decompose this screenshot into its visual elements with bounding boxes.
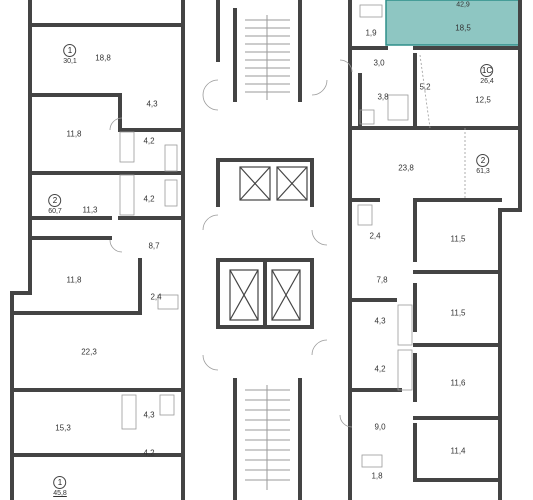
room-area-label: 11,4 [450,446,466,456]
room-area-label: 4,2 [143,194,155,204]
unit-area: 30,1 [63,58,77,65]
room-area-label: 2,4 [150,292,162,302]
room-area-label: 11,5 [450,308,466,318]
highlighted-unit-area: 42,9 [456,1,470,9]
room-area-label: 9,0 [374,422,386,432]
room-area-label: 11,8 [66,275,82,285]
room-area-label: 18,5 [455,23,471,33]
room-area-label: 7,8 [376,275,388,285]
highlighted-apartment[interactable] [385,0,521,46]
room-area-label: 15,3 [55,423,71,433]
unit-number: 2 [476,154,490,167]
unit-number: 1 [53,476,67,489]
room-area-label: 11,8 [66,129,82,139]
unit-area: 26,4 [480,78,494,85]
unit-badge[interactable]: 2 61,3 [476,154,490,176]
room-area-label: 4,3 [146,99,158,109]
room-area-label: 5,2 [419,82,431,92]
fixtures [109,4,466,468]
room-area-label: 22,3 [81,347,97,357]
room-area-label: 11,5 [450,234,466,244]
room-area-label: 4,3 [374,316,386,326]
unit-badge[interactable]: 1 45,8 [53,476,67,498]
room-area-label: 4,3 [143,410,155,420]
unit-badge[interactable]: 1 30,1 [63,44,77,66]
room-area-label: 2,4 [369,231,381,241]
room-area-label: 12,5 [475,95,491,105]
unit-area: 61,3 [476,168,490,175]
room-area-label: 1,9 [365,28,377,38]
unit-number: 2 [48,194,62,207]
unit-area: 45,8 [53,490,67,497]
room-area-label: 4,2 [374,364,386,374]
unit-number: 1C [480,64,494,77]
unit-area: 60,7 [48,208,62,215]
room-area-label: 1,8 [371,471,383,481]
walls [10,0,522,500]
room-area-label: 4,2 [143,136,155,146]
stairs [245,15,290,490]
room-area-label: 8,7 [148,241,160,251]
elevators [229,166,308,321]
unit-number: 1 [63,44,77,57]
unit-badge[interactable]: 2 60,7 [48,194,62,216]
room-area-label: 18,8 [95,53,111,63]
room-area-label: 3,0 [373,58,385,68]
room-area-label: 23,8 [398,163,414,173]
unit-badge[interactable]: 1C 26,4 [480,64,494,86]
room-area-label: 4,2 [143,448,155,458]
room-area-label: 3,8 [377,92,389,102]
room-area-label: 11,3 [82,205,98,215]
room-area-label: 11,6 [450,378,466,388]
